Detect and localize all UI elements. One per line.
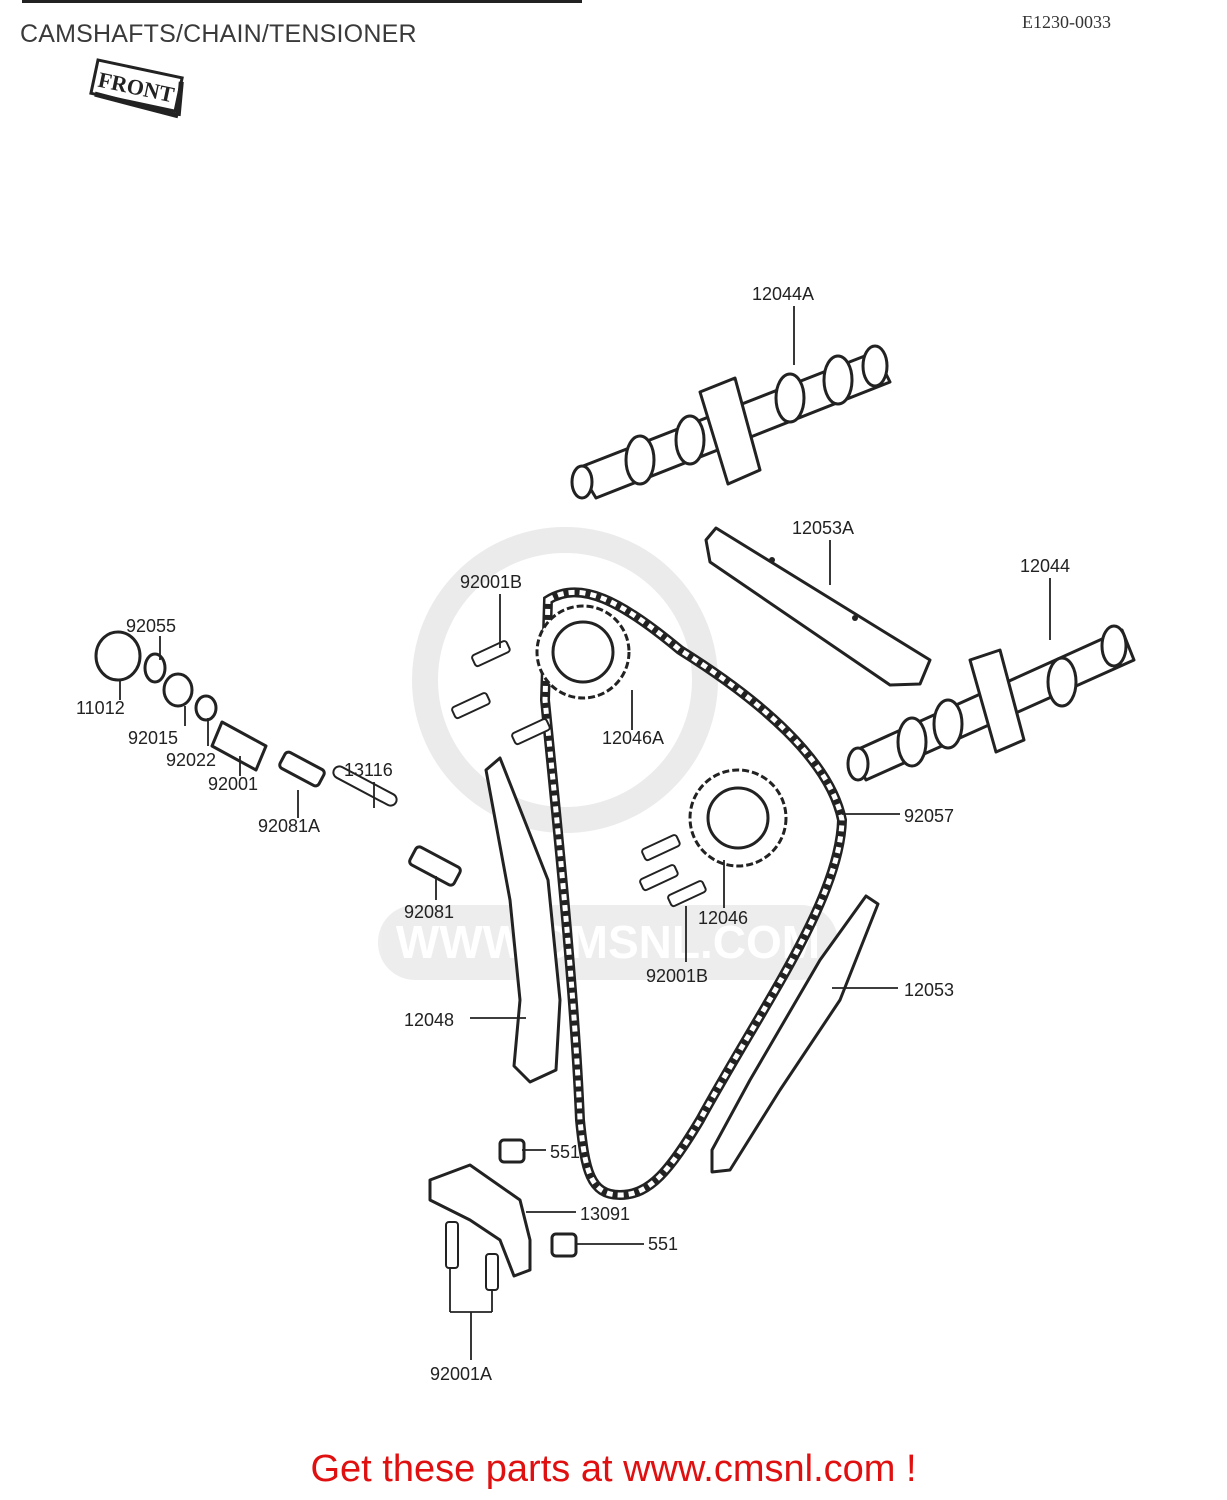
chain-guide-12053a xyxy=(704,526,932,687)
header-rule xyxy=(22,0,582,3)
label-12048: 12048 xyxy=(404,1010,454,1030)
label-12046: 12046 xyxy=(698,908,748,928)
bolts-92001b xyxy=(451,640,707,908)
front-sign: FRONT xyxy=(89,58,184,119)
label-11012: 11012 xyxy=(76,698,125,718)
label-12044a: 12044A xyxy=(752,284,814,304)
bracket-13091 xyxy=(428,1138,578,1291)
label-92081: 92081 xyxy=(404,902,454,922)
label-92055: 92055 xyxy=(126,616,176,636)
label-12044: 12044 xyxy=(1020,556,1070,576)
cta-link[interactable]: Get these parts at www.cmsnl.com ! xyxy=(310,1448,917,1490)
chain-guide-12053 xyxy=(710,894,880,1174)
label-92001b-top: 92001B xyxy=(460,572,522,592)
cam-chain-92057 xyxy=(539,587,848,1201)
diagram-code: E1230-0033 xyxy=(1022,12,1111,32)
label-92001b-bottom: 92001B xyxy=(646,966,708,986)
label-92081a: 92081A xyxy=(258,816,320,836)
camshaft-12044 xyxy=(846,624,1136,782)
label-92001a: 92001A xyxy=(430,1364,492,1384)
watermark-text: WWW.CMSNL.COM xyxy=(396,916,820,968)
leader-lines xyxy=(119,306,1051,1360)
tensioner-assembly xyxy=(94,630,462,887)
label-12053a: 12053A xyxy=(792,518,854,538)
label-12046a: 12046A xyxy=(602,728,664,748)
label-92001: 92001 xyxy=(208,774,258,794)
sprocket-12046a xyxy=(535,604,631,700)
label-13116: 13116 xyxy=(344,760,393,780)
label-13091: 13091 xyxy=(580,1204,630,1224)
label-92057: 92057 xyxy=(904,806,954,826)
label-551-top: 551 xyxy=(550,1142,580,1162)
label-12053: 12053 xyxy=(904,980,954,1000)
label-551-bottom: 551 xyxy=(648,1234,678,1254)
watermark: WWW.CMSNL.COM xyxy=(378,527,838,980)
camshaft-12044a xyxy=(570,344,892,500)
page-title: CAMSHAFTS/CHAIN/TENSIONER xyxy=(20,20,417,48)
sprocket-12046 xyxy=(688,768,788,868)
label-92022: 92022 xyxy=(166,750,216,770)
tensioner-arm-12048 xyxy=(484,756,562,1084)
label-92015: 92015 xyxy=(128,728,178,748)
